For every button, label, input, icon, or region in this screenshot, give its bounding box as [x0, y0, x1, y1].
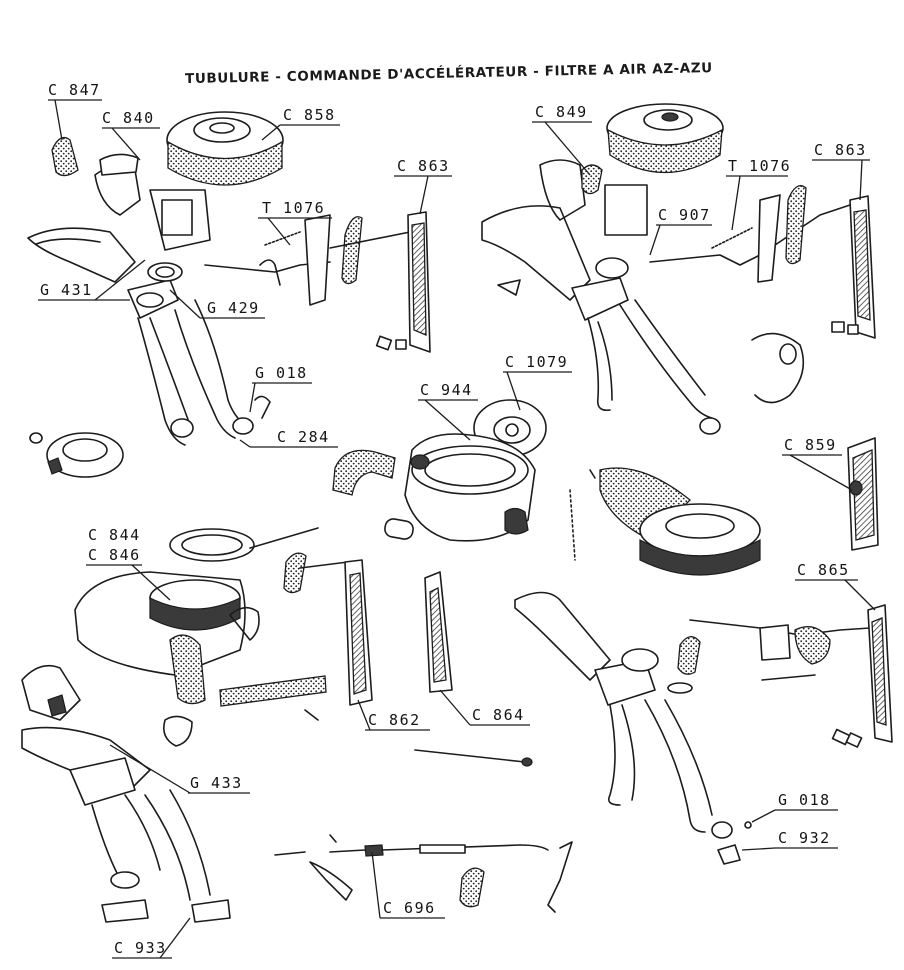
label-c863-left: C 863: [397, 157, 450, 175]
label-c284: C 284: [277, 428, 330, 446]
intake-manifold-left: [27, 153, 254, 446]
intake-manifold-bottom-right: [514, 591, 733, 839]
label-c859: C 859: [784, 436, 837, 454]
intake-manifold-bottom-left: [21, 664, 231, 923]
label-t1076-right: T 1076: [728, 157, 791, 175]
label-c865: C 865: [797, 561, 850, 579]
label-c858: C 858: [283, 106, 336, 124]
label-g018-top: G 018: [255, 364, 308, 382]
throttle-linkage-c865: [667, 604, 893, 748]
label-g429: G 429: [207, 299, 260, 317]
label-c862: C 862: [368, 711, 421, 729]
ring-part-left: [29, 432, 124, 478]
label-c932: C 932: [778, 829, 831, 847]
label-c846: C 846: [88, 546, 141, 564]
air-filter-c944-c1079: [332, 399, 547, 542]
label-c696: C 696: [383, 899, 436, 917]
label-g431: G 431: [40, 281, 93, 299]
label-c840: C 840: [102, 109, 155, 127]
accelerator-cable-c696: [274, 834, 573, 913]
label-c849: C 849: [535, 103, 588, 121]
label-c944: C 944: [420, 381, 473, 399]
label-c863-right: C 863: [814, 141, 867, 159]
air-filter-c858: [166, 111, 284, 186]
label-c933: C 933: [114, 939, 167, 957]
part-c847-grommet: [51, 136, 79, 177]
filter-housing-c844-c846: [74, 527, 349, 707]
label-g433: G 433: [190, 774, 243, 792]
air-filter-bottom-right: [569, 467, 761, 576]
intake-manifold-right: [481, 159, 721, 435]
part-labels: C 847 C 840 C 858 C 849 C 863 T 1076 C 8…: [40, 81, 867, 957]
throttle-bracket-right: [497, 185, 876, 404]
label-c907: C 907: [658, 206, 711, 224]
gaskets-bottom-right: [717, 821, 752, 865]
label-c847: C 847: [48, 81, 101, 99]
label-g018-bottom: G 018: [778, 791, 831, 809]
label-c864: C 864: [472, 706, 525, 724]
label-t1076-left: T 1076: [262, 199, 325, 217]
throttle-bracket-left: [204, 211, 431, 419]
leader-lines: [38, 99, 876, 959]
pedal-parts-c862-c864: [304, 559, 533, 767]
air-filter-c849: [606, 103, 724, 174]
label-c844: C 844: [88, 526, 141, 544]
diagram-title: TUBULURE - COMMANDE D'ACCÉLÉRATEUR - FIL…: [185, 59, 713, 87]
panel-c859: [847, 437, 879, 551]
label-c1079: C 1079: [505, 353, 568, 371]
